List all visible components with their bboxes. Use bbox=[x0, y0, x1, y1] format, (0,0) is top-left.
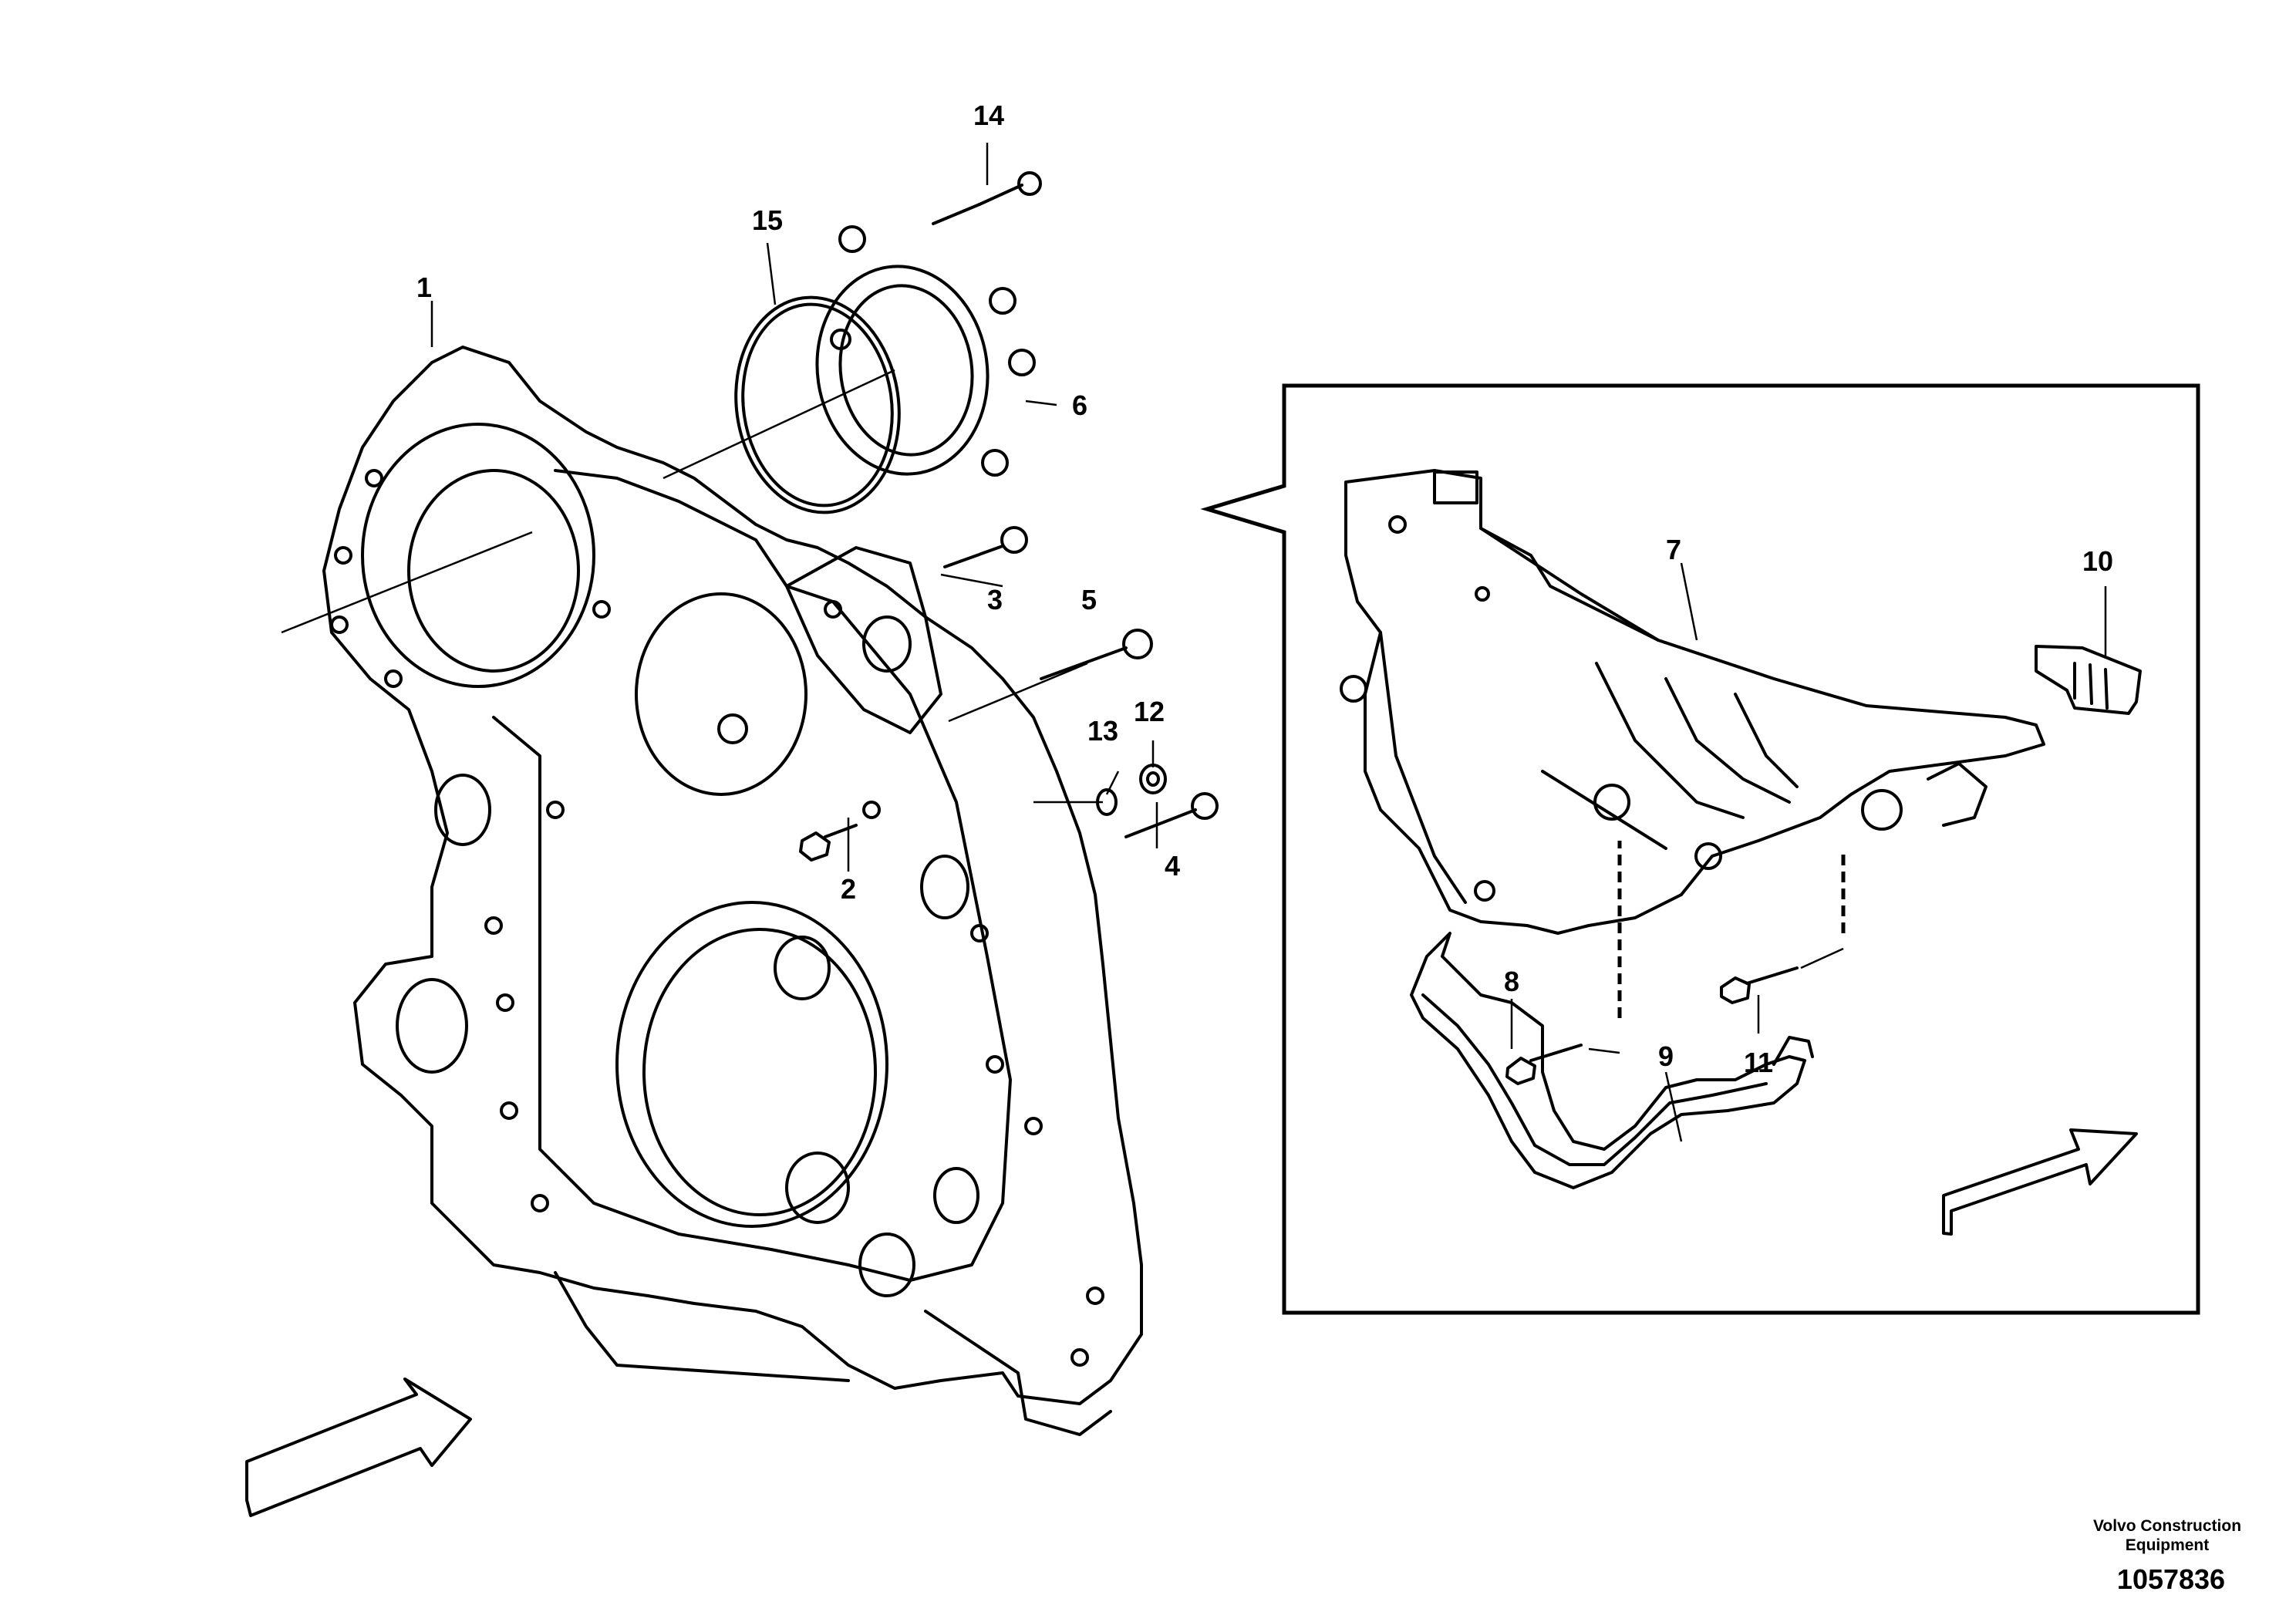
callout-label-2: 2 bbox=[841, 873, 856, 905]
bolt-2 bbox=[799, 824, 858, 862]
callout-label-1: 1 bbox=[416, 271, 432, 303]
company-name-line2: Equipment bbox=[2126, 1536, 2210, 1554]
callout-label-11: 11 bbox=[1744, 1047, 1773, 1078]
company-name-line1: Volvo Construction bbox=[2093, 1517, 2241, 1535]
bolt-4 bbox=[1124, 792, 1219, 838]
direction-arrow-front bbox=[245, 1378, 472, 1517]
clip bbox=[2035, 645, 2142, 715]
callout-label-13: 13 bbox=[1087, 715, 1118, 747]
inset-frame bbox=[1200, 383, 2200, 1315]
callout-label-14: 14 bbox=[973, 99, 1004, 131]
callout-label-5: 5 bbox=[1081, 584, 1097, 615]
bolt-3 bbox=[943, 526, 1028, 568]
direction-arrow-inset bbox=[1942, 1128, 2138, 1236]
callout-labels: 1 2 3 4 5 6 7 8 9 10 11 12 13 14 15 bbox=[416, 99, 2113, 1078]
cover-plate bbox=[815, 225, 1036, 477]
gasket bbox=[1410, 932, 1814, 1189]
bolt-14 bbox=[932, 171, 1042, 225]
leader-lines bbox=[281, 143, 1158, 872]
nut-12 bbox=[1139, 764, 1167, 794]
callout-label-9: 9 bbox=[1658, 1040, 1674, 1072]
bolt-11 bbox=[1720, 966, 1799, 1004]
callout-label-6: 6 bbox=[1072, 389, 1087, 421]
bolt-8 bbox=[1505, 1044, 1583, 1085]
footer: Volvo Construction Equipment 1057836 bbox=[2093, 1517, 2241, 1595]
callout-label-8: 8 bbox=[1504, 966, 1519, 997]
callout-label-10: 10 bbox=[2082, 545, 2113, 577]
callout-label-3: 3 bbox=[987, 584, 1003, 615]
callout-label-4: 4 bbox=[1165, 850, 1180, 882]
o-ring bbox=[734, 295, 901, 514]
bolt-5 bbox=[1040, 629, 1153, 680]
drawing-number: 1057836 bbox=[2117, 1563, 2225, 1595]
callout-label-7: 7 bbox=[1666, 534, 1681, 565]
callout-label-12: 12 bbox=[1134, 696, 1165, 727]
bracket bbox=[1340, 469, 2045, 935]
inset-leader-lines bbox=[1510, 562, 2107, 1142]
timing-gear-cover bbox=[322, 346, 1143, 1436]
callout-label-15: 15 bbox=[752, 204, 783, 236]
